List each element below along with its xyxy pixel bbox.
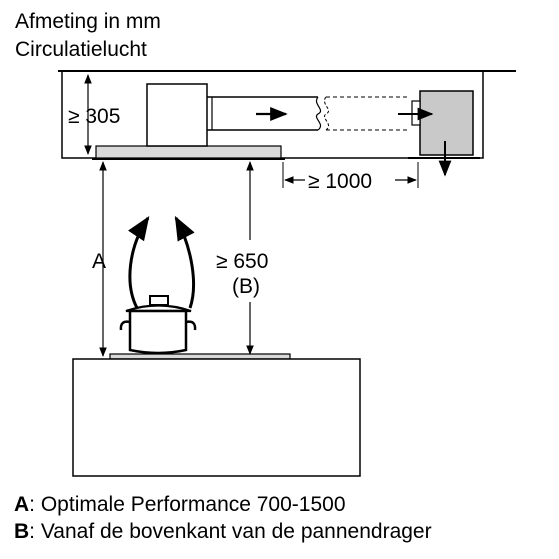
steam-arrow-right bbox=[174, 215, 196, 309]
steam-arrow-left bbox=[128, 216, 150, 309]
pot-lid-knob bbox=[149, 295, 169, 306]
distance-label: ≥ 1000 bbox=[308, 170, 372, 193]
legend-a: A: Optimale Performance 700-1500 bbox=[14, 493, 346, 517]
counter bbox=[72, 358, 361, 477]
box-height-label: ≥ 305 bbox=[68, 105, 120, 128]
legend-a-text: : Optimale Performance 700-1500 bbox=[29, 493, 346, 516]
diagram-title: Afmeting in mm bbox=[15, 10, 161, 33]
legend-b-key: B bbox=[14, 520, 30, 543]
dimension-a-label: A bbox=[92, 250, 106, 273]
filter-box bbox=[419, 90, 474, 156]
hood-panel bbox=[95, 145, 282, 159]
hood-motor-body bbox=[146, 83, 208, 147]
duct-break bbox=[315, 96, 322, 131]
pot-handle-left bbox=[119, 320, 131, 331]
pot-body bbox=[128, 309, 188, 355]
legend-a-key: A bbox=[14, 493, 30, 516]
dimension-b-label-gap bbox=[212, 240, 288, 302]
min-height-reference: (B) bbox=[232, 275, 260, 298]
legend-b: B: Vanaf de bovenkant van de pannendrage… bbox=[14, 520, 432, 544]
pot-handle-right bbox=[185, 320, 197, 331]
legend-b-text: : Vanaf de bovenkant van de pannendrager bbox=[29, 520, 432, 543]
duct-break-dashed bbox=[324, 96, 330, 131]
diagram-subtitle: Circulatielucht bbox=[15, 38, 147, 61]
pot-lid bbox=[125, 304, 192, 313]
min-height-label: ≥ 650 bbox=[216, 250, 268, 273]
